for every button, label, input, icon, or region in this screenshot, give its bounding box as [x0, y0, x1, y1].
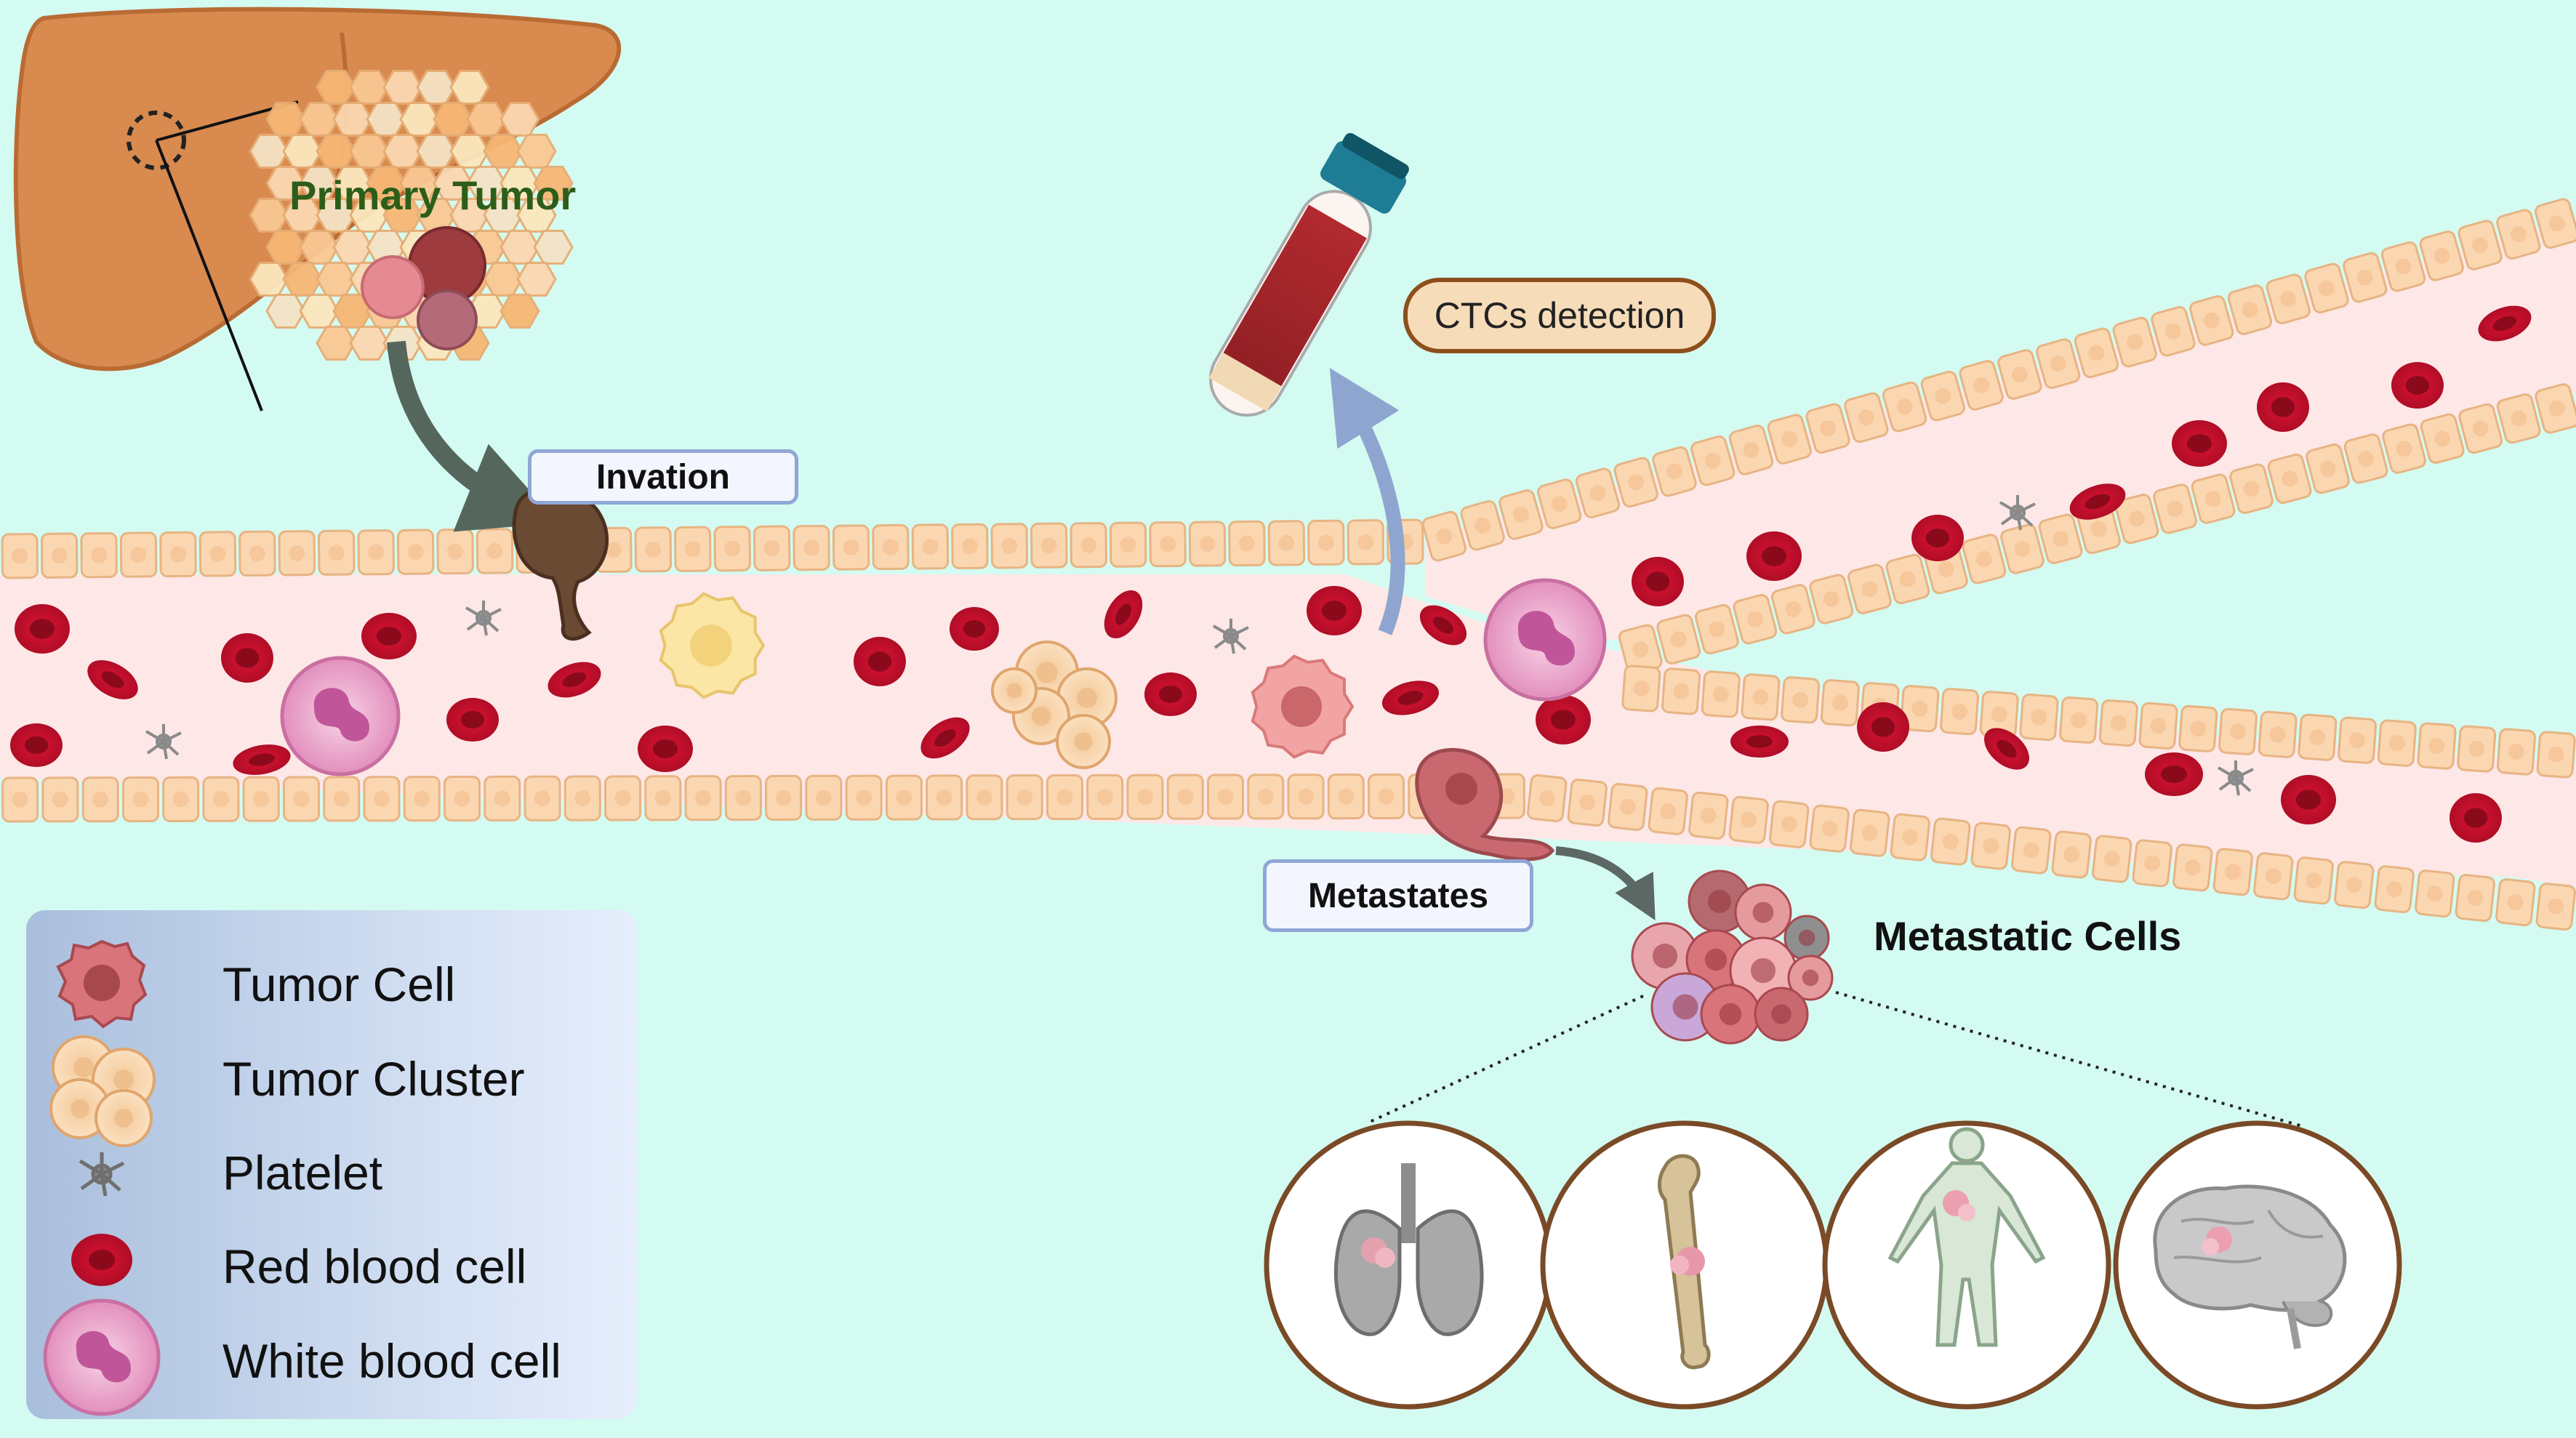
white-blood-cell: [1483, 578, 1607, 702]
red-blood-cell: [1746, 531, 1802, 581]
legend-label-platelet: Platelet: [222, 1146, 383, 1200]
metastasis-arrow: [1555, 846, 1656, 920]
dotted-line-left: [1366, 995, 1644, 1125]
platelet: [145, 724, 182, 760]
white-blood-cell-icon: [43, 1298, 161, 1416]
vessel-lumen-lower-branch: [1621, 691, 2576, 887]
platelet: [1212, 619, 1249, 654]
red-blood-cell-icon: [71, 1234, 132, 1286]
red-blood-cell: [1419, 605, 1467, 646]
lungs-icon: [1333, 1163, 1484, 1336]
vessel-wall-lower-branch-top: [1621, 664, 2576, 779]
red-blood-cell: [1144, 672, 1197, 716]
red-blood-cell: [1911, 515, 1964, 561]
primary-tumor-label: Primary Tumor: [289, 172, 577, 218]
red-blood-cell: [87, 660, 138, 699]
red-blood-cell: [233, 744, 291, 775]
red-blood-cell: [446, 698, 499, 742]
vessel-walls: [1, 198, 2576, 931]
red-blood-cell: [2257, 382, 2309, 432]
red-blood-cell: [547, 662, 601, 698]
tumor-site-marker: [127, 111, 186, 170]
ctc-detection-arrow: [1329, 368, 1405, 635]
platelet: [1999, 495, 2036, 531]
vessel-wall-top-left: [1, 518, 1424, 579]
bone-icon: [1658, 1154, 1711, 1370]
vessel-wall-lower-branch-bottom: [1527, 774, 2576, 931]
legend-label-tumor-cell: Tumor Cell: [222, 957, 456, 1011]
organ-lungs: [1264, 1120, 1553, 1410]
circulating-tumor-cluster: [991, 640, 1118, 769]
red-blood-cell: [15, 604, 70, 654]
primary-tumor-mass: [249, 70, 574, 361]
red-blood-cell: [854, 637, 906, 686]
red-blood-cell: [1857, 702, 1909, 752]
platelet: [465, 600, 502, 636]
vessel-cells: [10, 305, 2532, 843]
red-blood-cell: [221, 633, 273, 683]
red-blood-cell: [2145, 752, 2203, 796]
brain-icon: [2153, 1184, 2347, 1349]
vessel-wall-bottom-left: [1, 773, 1525, 823]
red-blood-cell: [1984, 728, 2029, 770]
extravasating-tumor-cell: [1415, 747, 1555, 861]
red-blood-cell: [920, 717, 970, 759]
invasion-label: Invation: [528, 449, 798, 505]
platelet-icon: [79, 1152, 125, 1197]
test-tube-icon: [1208, 132, 1409, 417]
vessel-wall-upper-branch-top: [1421, 198, 2576, 562]
red-blood-cell: [1536, 695, 1591, 744]
organ-bone: [1540, 1120, 1829, 1410]
organ-brain: [2113, 1120, 2402, 1410]
vessel-wall-upper-branch-bottom: [1618, 383, 2576, 675]
red-blood-cell: [1307, 586, 1362, 635]
red-blood-cell: [1104, 590, 1143, 639]
circulating-tumor-cell: [1251, 654, 1355, 759]
legend-label-red-blood-cell: Red blood cell: [222, 1240, 527, 1293]
legend-label-tumor-cluster: Tumor Cluster: [222, 1052, 525, 1106]
platelet-activated-cell: [659, 592, 766, 699]
invasion-arrow: [387, 340, 559, 532]
metastatic-cell-cluster: [1631, 869, 1834, 1045]
metastates-label: Metastates: [1263, 859, 1533, 932]
red-blood-cell: [10, 723, 63, 767]
red-blood-cell: [1381, 680, 1440, 715]
red-blood-cell: [2172, 420, 2227, 467]
tumor-cluster-icon: [49, 1035, 156, 1147]
body-icon: [1887, 1127, 2046, 1347]
vessel-lumen-upper-branch: [1425, 218, 2576, 640]
metastatic-cells-label: Metastatic Cells: [1874, 913, 2182, 959]
tumor-cell-icon: [56, 939, 148, 1029]
red-blood-cell: [2069, 483, 2126, 520]
legend-label-white-blood-cell: White blood cell: [222, 1334, 561, 1388]
red-blood-cell: [361, 613, 417, 659]
platelet: [2217, 760, 2254, 796]
red-blood-cell: [2478, 305, 2532, 342]
red-blood-cell: [950, 607, 999, 651]
organ-body: [1822, 1120, 2111, 1410]
red-blood-cell: [638, 726, 693, 772]
ctcs-detection-label: CTCs detection: [1403, 278, 1716, 353]
red-blood-cell: [2449, 793, 2502, 843]
red-blood-cell: [2281, 775, 2336, 824]
white-blood-cell: [280, 656, 401, 776]
red-blood-cell: [2391, 362, 2444, 409]
dotted-line-right: [1835, 991, 2306, 1128]
red-blood-cell: [1632, 557, 1684, 606]
red-blood-cell: [1730, 726, 1789, 758]
